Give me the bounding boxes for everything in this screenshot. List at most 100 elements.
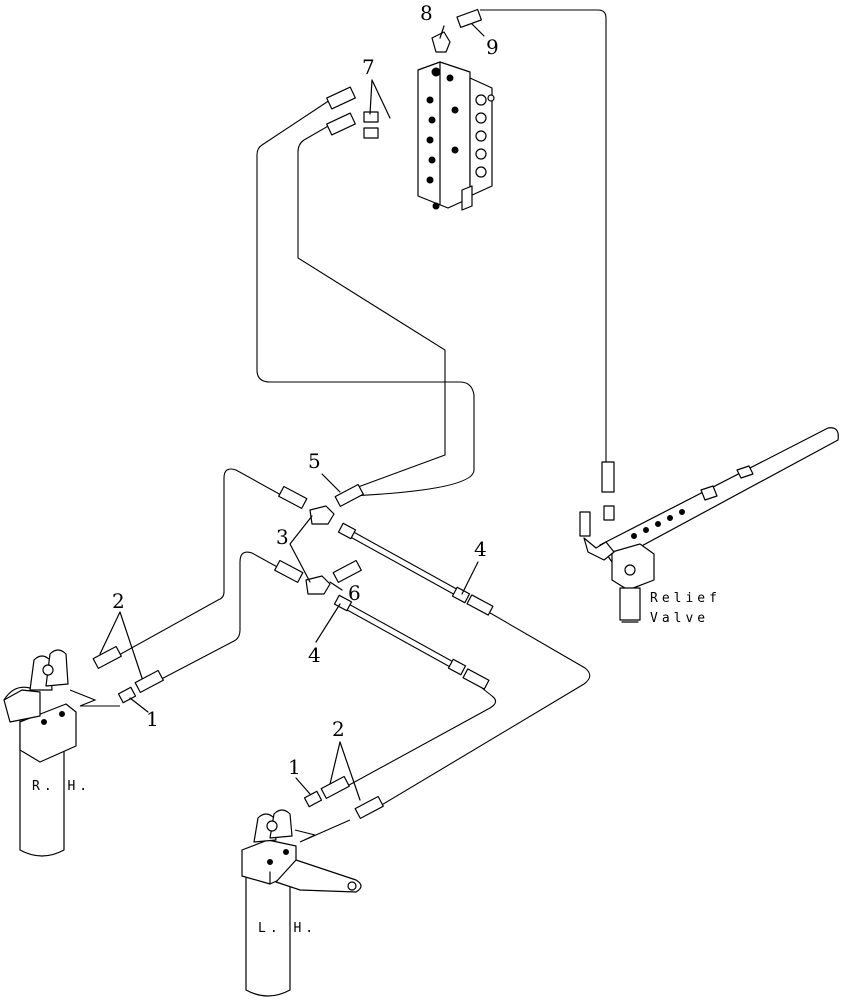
hose-end-6 (332, 559, 362, 584)
leader-5 (321, 473, 341, 493)
hose-tee-to-rh-a (109, 468, 291, 661)
tube-lower-b (344, 601, 458, 665)
leader-8 (439, 25, 445, 39)
rh-cylinder-mount (3, 689, 41, 723)
leader-1b (295, 777, 311, 795)
gauge-hose-end (579, 511, 591, 537)
rh-cylinder (3, 649, 77, 857)
tube-nut-lower-start (333, 594, 353, 612)
lh-adapter-1 (303, 790, 323, 808)
callout-9: 9 (486, 35, 499, 59)
callout-8: 8 (420, 1, 433, 25)
callout-1-rh: 1 (146, 707, 159, 731)
hose-end-tube-upper (466, 594, 494, 616)
tube-upper-a (344, 533, 458, 597)
callout-6: 6 (348, 581, 361, 605)
hose-end-5 (334, 483, 364, 508)
hose-lines (69, 9, 607, 843)
adapter-fitting-7a (363, 111, 379, 123)
tee-fitting-3-lower (305, 575, 331, 595)
lh-hose-end-2b (354, 795, 384, 820)
callout-5: 5 (308, 449, 321, 473)
valve-body (417, 61, 471, 209)
pipe-plug-a (736, 465, 754, 479)
lh-mount-hole (347, 881, 357, 891)
rh-adapter-1 (117, 686, 137, 704)
lh-cylinder-tube (245, 859, 291, 997)
leader-4b (315, 603, 341, 643)
lh-head-bolt-b (283, 849, 289, 855)
rh-head-bolt-b (59, 711, 65, 717)
relief-valve-assembly (579, 427, 839, 623)
lh-cylinder (241, 809, 362, 997)
label-relief: Relief (650, 591, 721, 606)
valve-bottom-fitting (461, 185, 473, 211)
rh-clevis-right (45, 649, 69, 687)
leader-9 (471, 23, 485, 37)
rh-port-link (69, 689, 120, 707)
tube-lower-a (339, 605, 453, 669)
leader-lines (99, 23, 485, 801)
callout-7: 7 (362, 55, 375, 79)
relief-valve-port (624, 564, 636, 576)
valve-spools (475, 94, 495, 178)
leader-2a (99, 611, 143, 679)
hose-tube-to-lh-a (369, 609, 591, 813)
label-lh: L. H. (258, 921, 317, 936)
callout-2-rh: 2 (112, 589, 125, 613)
lh-hose-end-2a (320, 775, 350, 800)
leader-1a (129, 697, 149, 713)
hose-outer-loop (256, 99, 475, 497)
lh-head-bolt-a (267, 859, 273, 865)
pipe-bolts (631, 509, 685, 539)
relief-pipe (599, 427, 839, 563)
lh-clevis-right (269, 809, 293, 839)
tube-nut-upper-start (337, 522, 357, 540)
hose-end-tube-lower (462, 668, 490, 690)
hose-end-tee-a (278, 485, 308, 510)
tube-nut-lower-end (447, 658, 467, 676)
adapter-fitting-9 (456, 8, 482, 29)
callout-4-upper: 4 (474, 537, 487, 561)
rh-hose-end-2b (134, 669, 164, 694)
callout-numbers: 8 9 7 5 3 6 4 4 2 1 2 1 (112, 1, 499, 779)
rh-mount-edge (3, 686, 31, 701)
lh-clevis-pin (266, 820, 278, 832)
relief-adapter (603, 505, 615, 521)
pipe-plug-b (700, 485, 718, 501)
leader-4a (461, 561, 479, 595)
callout-4-lower: 4 (308, 643, 321, 667)
callout-2-lh: 2 (332, 717, 345, 741)
rh-clevis-pin (42, 664, 54, 676)
hose-tube-to-lh-b (339, 687, 497, 791)
leader-6 (329, 581, 343, 591)
text-labels: R. H. L. H. Relief Valve (32, 591, 721, 936)
adapter-fitting-7b (363, 127, 379, 139)
fittings (92, 8, 494, 820)
hose-end-tee-b (274, 559, 304, 584)
callout-1-lh: 1 (288, 755, 301, 779)
lh-mount-arm (275, 859, 362, 893)
relief-valve-cartridge (619, 587, 641, 621)
hose-inner-loop (297, 124, 446, 491)
tee-fitting-3-upper (309, 505, 335, 525)
relief-hose-end (601, 461, 615, 493)
rh-cylinder-head (19, 703, 77, 763)
label-rh: R. H. (32, 779, 91, 794)
leader-3 (289, 515, 313, 583)
rh-hose-end-2a (92, 645, 122, 670)
hose-tee-to-rh-b (149, 551, 291, 686)
tube-upper-b (349, 529, 463, 593)
valve-hose-end-b (326, 112, 356, 136)
valve-ports (426, 67, 459, 210)
lh-port-link (294, 819, 351, 843)
rh-head-bolt-a (41, 719, 47, 725)
valve-hose-end-a (326, 86, 356, 110)
leader-7 (369, 79, 391, 119)
relief-elbow (583, 537, 615, 561)
tube-nut-upper-end (451, 586, 471, 604)
leader-2b (329, 741, 361, 801)
hose-valve-to-relief (480, 9, 607, 465)
